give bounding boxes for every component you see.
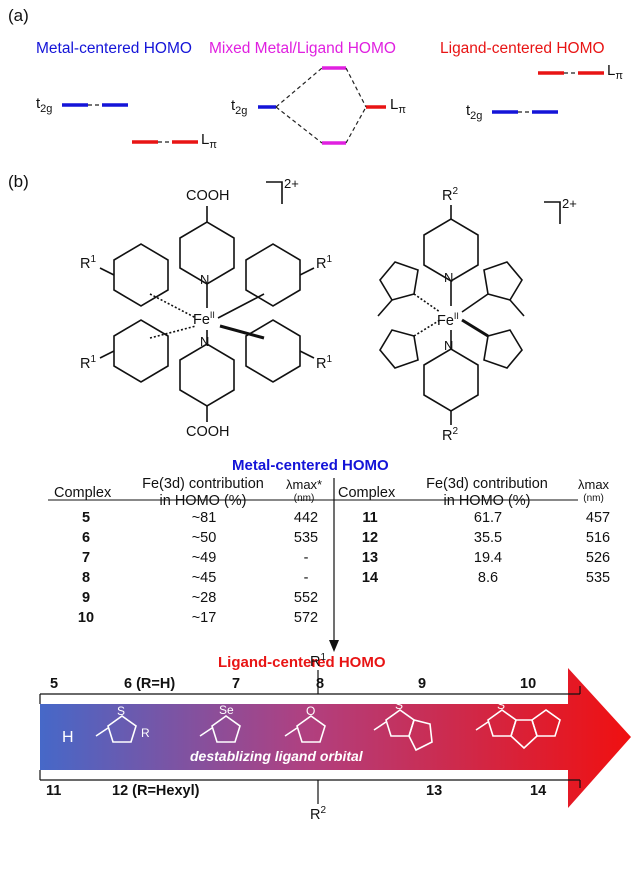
metal-centered-levels (62, 103, 198, 144)
table-cell-complex: 10 (77, 610, 95, 626)
right-complex-structure (377, 201, 561, 425)
table-cell-lmax: 526 (585, 550, 611, 566)
arrow-caption: destablizing ligand orbital (190, 748, 363, 764)
h-substituent: H (62, 729, 74, 746)
arrow-top-label: 7 (232, 676, 241, 692)
arrow-top-label: 8 (316, 676, 325, 692)
arrow-bottom-label: 14 (530, 783, 547, 799)
table-cell-contrib: ~17 (191, 610, 217, 626)
arrow-r2: R2 (310, 805, 327, 823)
arrow-bottom-label: 11 (46, 783, 62, 799)
metal-centered-title: Metal-centered HOMO (36, 40, 192, 57)
table-cell-contrib: ~45 (191, 570, 217, 586)
table-bottom-heading: Ligand-centered HOMO (218, 654, 386, 671)
table-cell-complex: 11 (362, 510, 378, 526)
table-cell-contrib: ~50 (191, 530, 217, 546)
col-complex-right: Complex (338, 485, 396, 501)
table-cell-complex: 5 (81, 510, 91, 526)
table-cell-lmax: 535 (293, 530, 319, 546)
table-cell-lmax: 535 (585, 570, 611, 586)
table-cell-lmax: 442 (293, 510, 319, 526)
arrow-r1: R1 (310, 652, 327, 670)
mixed-levels (258, 66, 386, 145)
ligand-rings (95, 709, 561, 752)
table-cell-lmax: 552 (293, 590, 319, 606)
table-cell-complex: 13 (361, 550, 379, 566)
left-n-2: N (200, 334, 210, 349)
table-cell-contrib: ~81 (191, 510, 217, 526)
r1-top-left: R1 (80, 254, 97, 272)
selenophene-se: Se (219, 703, 234, 717)
table-cell-complex: 9 (81, 590, 91, 606)
t2g-label-2: t2g (231, 97, 248, 117)
left-complex-structure (99, 181, 315, 422)
col-lmax-right: λmax(nm) (578, 477, 610, 505)
table-cell-contrib: 8.6 (477, 570, 499, 586)
r1-top-right: R1 (316, 254, 333, 272)
table-cell-complex: 7 (81, 550, 91, 566)
left-fe: FeII (193, 310, 215, 328)
table-cell-contrib: ~28 (191, 590, 217, 606)
arrow-bottom-label: 12 (R=Hexyl) (112, 783, 200, 799)
r-substituent: R (141, 726, 150, 740)
right-charge: 2+ (562, 196, 577, 211)
arrow-bottom-label: 13 (426, 783, 443, 799)
r1-bottom-left: R1 (80, 354, 97, 372)
table-cell-complex: 6 (81, 530, 91, 546)
table-cell-lmax: - (303, 550, 309, 566)
arrow-top-label: 6 (R=H) (124, 676, 176, 692)
left-n-1: N (200, 272, 210, 287)
cooh-top: COOH (186, 188, 230, 204)
lpi-label-3: Lπ (607, 62, 623, 82)
table-cell-complex: 12 (361, 530, 379, 546)
col-complex-left: Complex (54, 485, 112, 501)
cooh-bottom: COOH (186, 424, 230, 440)
arrow-top-label: 9 (418, 676, 427, 692)
table-cell-lmax: 457 (585, 510, 611, 526)
table-cell-complex: 14 (361, 570, 379, 586)
table-cell-contrib: 35.5 (473, 530, 503, 546)
arrow-top-label: 10 (520, 676, 537, 692)
col-lmax-left: λmax*(nm) (286, 477, 323, 505)
table-cell-contrib: 19.4 (473, 550, 503, 566)
arrow-top-label: 5 (50, 676, 59, 692)
thienothiophene-s: S (395, 698, 404, 712)
ligand-centered-title: Ligand-centered HOMO (440, 40, 605, 57)
table-cell-contrib: ~49 (191, 550, 217, 566)
table-cell-lmax: - (303, 570, 309, 586)
right-fe: FeII (437, 311, 459, 329)
r1-bottom-right: R1 (316, 354, 333, 372)
table-cell-complex: 8 (81, 570, 91, 586)
ligand-centered-levels (492, 71, 604, 114)
mixed-title: Mixed Metal/Ligand HOMO (209, 40, 396, 57)
lpi-label-2: Lπ (390, 96, 406, 116)
r2-top: R2 (442, 186, 459, 204)
panel-b-label: (b) (8, 172, 29, 191)
panel-a-label: (a) (8, 6, 29, 25)
t2g-label-1: t2g (36, 95, 53, 115)
right-n-2: N (444, 338, 454, 353)
t2g-label-3: t2g (466, 102, 483, 122)
right-n-1: N (444, 270, 454, 285)
thiophene-s: S (117, 704, 126, 718)
r2-bottom: R2 (442, 426, 459, 444)
ligand-arrow (39, 668, 631, 808)
table-cell-contrib: 61.7 (473, 510, 503, 526)
table-divider (48, 478, 578, 652)
table-cell-lmax: 516 (585, 530, 611, 546)
lpi-label-1: Lπ (201, 131, 217, 151)
table-top-heading: Metal-centered HOMO (232, 457, 389, 474)
dithienothiophene-s: S (497, 698, 506, 712)
furan-o: O (306, 704, 316, 718)
table-cell-lmax: 572 (293, 610, 319, 626)
left-charge: 2+ (284, 176, 299, 191)
